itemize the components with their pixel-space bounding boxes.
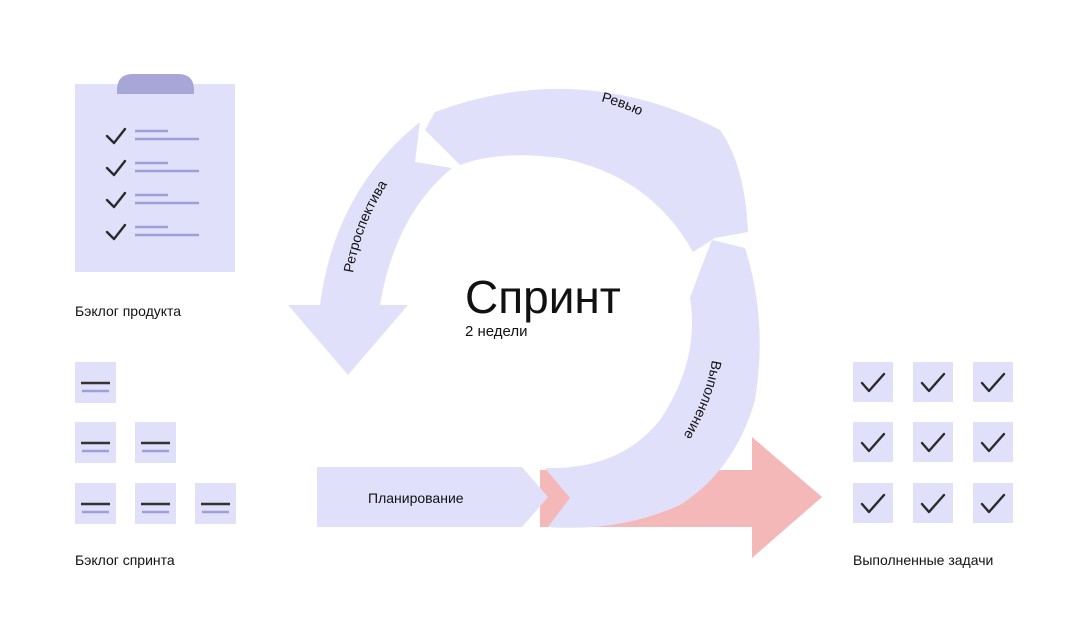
sprint-cycle-ring — [288, 88, 760, 528]
clipboard-row — [105, 159, 199, 177]
sprint-backlog-cards — [75, 362, 236, 524]
clipboard-row — [105, 127, 199, 145]
checkmark-icon — [920, 432, 946, 453]
task-card-icon — [135, 422, 176, 463]
done-task-card — [913, 422, 953, 462]
done-task-card — [973, 362, 1013, 402]
done-task-card — [853, 483, 893, 523]
product-backlog-clipboard-icon — [75, 74, 235, 272]
done-task-card — [853, 362, 893, 402]
checkmark-icon — [105, 191, 127, 209]
retrospective-segment — [288, 122, 452, 375]
checkmark-icon — [860, 372, 886, 393]
execution-segment — [545, 240, 760, 528]
done-task-card — [973, 483, 1013, 523]
checkmark-icon — [860, 493, 886, 514]
checkmark-icon — [980, 432, 1006, 453]
planning-label: Планирование — [368, 490, 464, 506]
done-task-card — [853, 422, 893, 462]
done-tasks-grid — [853, 362, 1013, 523]
done-task-card — [913, 483, 953, 523]
task-card-icon — [195, 483, 236, 524]
checkmark-icon — [980, 372, 1006, 393]
clipboard-row — [105, 223, 199, 241]
sprint-title: Спринт — [465, 271, 621, 323]
checkmark-icon — [980, 493, 1006, 514]
done-task-card — [973, 422, 1013, 462]
task-card-icon — [75, 483, 116, 524]
checkmark-icon — [860, 432, 886, 453]
checkmark-icon — [105, 223, 127, 241]
checkmark-icon — [105, 159, 127, 177]
checkmark-icon — [920, 493, 946, 514]
checkmark-icon — [105, 127, 127, 145]
review-segment — [425, 88, 748, 252]
task-card-icon — [75, 422, 116, 463]
done-task-card — [913, 362, 953, 402]
clipboard-row — [105, 191, 199, 209]
product-backlog-label: Бэклог продукта — [75, 303, 182, 319]
sprint-backlog-label: Бэклог спринта — [75, 552, 175, 568]
planning-arrow — [317, 467, 548, 527]
done-tasks-label: Выполненные задачи — [853, 552, 994, 568]
sprint-duration: 2 недели — [465, 323, 528, 340]
checkmark-icon — [920, 372, 946, 393]
task-card-icon — [135, 483, 176, 524]
task-card-icon — [75, 362, 116, 403]
